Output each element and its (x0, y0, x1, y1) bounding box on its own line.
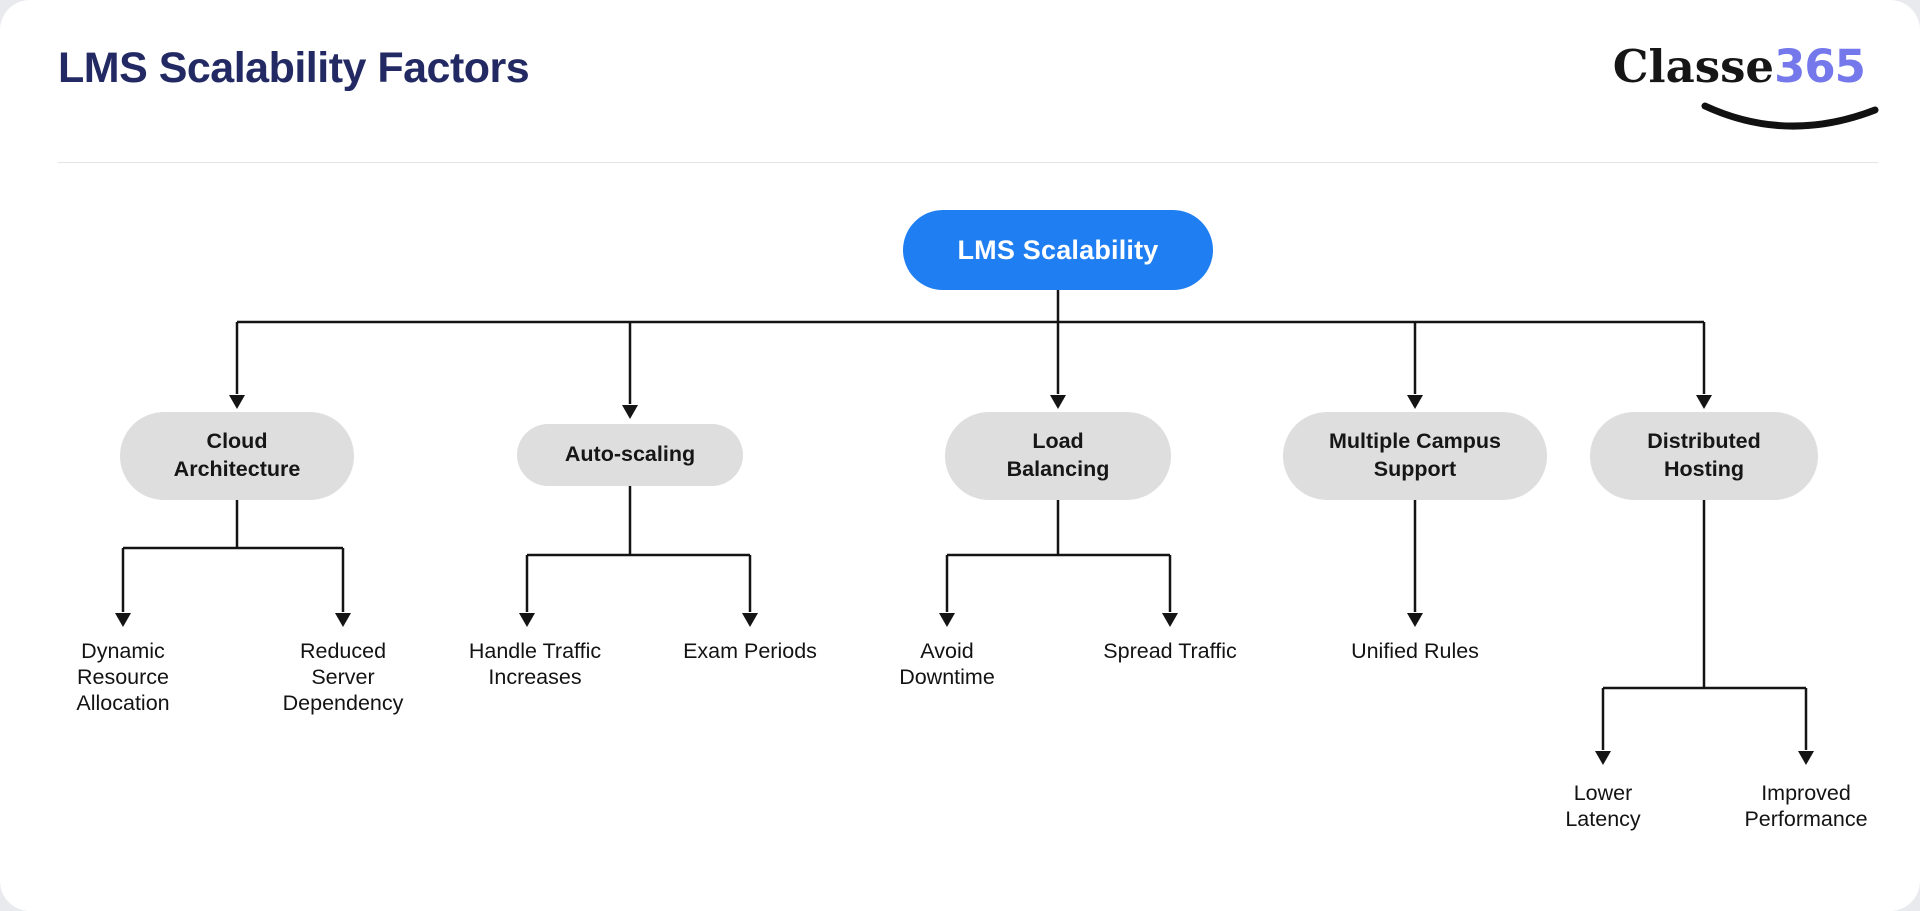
logo-smile-icon (1701, 102, 1879, 130)
leaf-unified-rules: Unified Rules (1351, 639, 1479, 663)
node-distributed-hosting: Distributed Hosting (1590, 412, 1818, 500)
node-multiple-campus-support: Multiple Campus Support (1283, 412, 1547, 500)
leaf-dynamic-resource-allocation: Dynamic Resource Allocation (76, 639, 170, 715)
page-title: LMS Scalability Factors (58, 44, 530, 92)
logo-suffix-text: 365 (1774, 40, 1866, 93)
header-divider (58, 162, 1878, 163)
leaf-exam-periods: Exam Periods (683, 639, 817, 663)
node-lms-scalability: LMS Scalability (903, 210, 1213, 290)
logo-brand-text: Classe (1612, 40, 1775, 93)
classe365-logo: Classe365 (1612, 40, 1879, 130)
node-cloud-architecture: Cloud Architecture (120, 412, 354, 500)
leaf-avoid-downtime: Avoid Downtime (899, 639, 995, 689)
leaf-reduced-server-dependency: Reduced Server Dependency (282, 639, 404, 715)
node-load-balancing: Load Balancing (945, 412, 1171, 500)
leaf-improved-performance: Improved Performance (1744, 781, 1868, 831)
leaf-handle-traffic-increases: Handle Traffic Increases (468, 639, 602, 689)
arrowhead-icons (115, 395, 1814, 765)
leaf-spread-traffic: Spread Traffic (1103, 639, 1237, 663)
node-auto-scaling: Auto-scaling (517, 424, 743, 486)
leaf-lower-latency: Lower Latency (1565, 781, 1641, 831)
